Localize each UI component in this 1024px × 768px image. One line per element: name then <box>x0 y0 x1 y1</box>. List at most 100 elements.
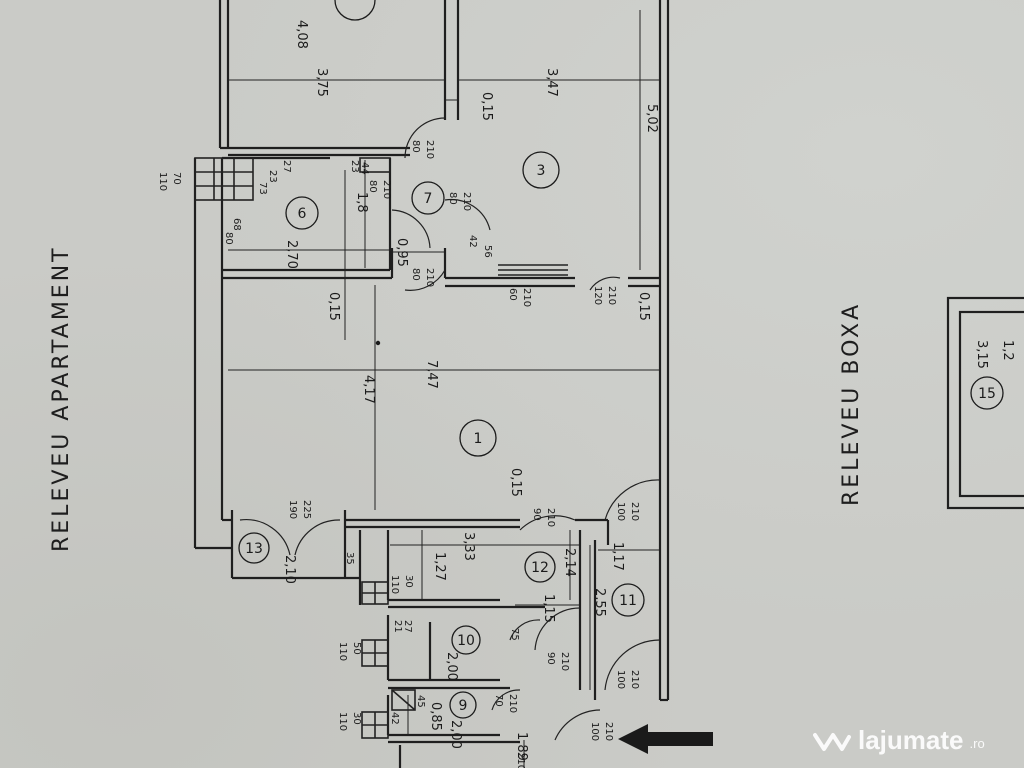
svg-text:27: 27 <box>281 160 292 173</box>
dim-3-75: 3,75 <box>314 68 329 97</box>
dim-2-00-a: 2,00 <box>444 652 459 681</box>
room-marker-15 <box>970 376 1004 410</box>
dim-0-95: 0,95 <box>394 238 409 267</box>
room-marker-6 <box>285 196 319 230</box>
opening-100-210-b: 100 210 <box>615 670 640 689</box>
dim-1-17: 1,17 <box>610 542 625 571</box>
room-marker-1 <box>459 419 497 457</box>
opening-120-210: 120 210 <box>592 286 617 305</box>
svg-text:210: 210 <box>461 192 472 211</box>
svg-text:210: 210 <box>424 268 435 287</box>
svg-text:110: 110 <box>157 172 168 191</box>
apartment-title: RELEVEU APARTAMENT <box>49 245 74 552</box>
svg-text:21: 21 <box>392 620 403 633</box>
svg-text:56: 56 <box>482 245 493 258</box>
storage-outline <box>946 296 1024 510</box>
opening-labels: 80 210 80 210 80 210 80 210 60 210 120 2… <box>157 140 640 741</box>
svg-text:210: 210 <box>515 752 526 768</box>
opening-60-210: 60 210 <box>507 288 532 307</box>
room-markers: 3 6 7 1 13 12 11 10 9 15 <box>238 0 1004 719</box>
svg-text:60: 60 <box>507 288 518 301</box>
svg-text:23: 23 <box>349 160 360 173</box>
svg-text:70: 70 <box>493 694 504 707</box>
dim-0-15-a: 0,15 <box>479 92 494 121</box>
dim-2-14: 2,14 <box>562 548 577 577</box>
dim-4-17: 4,17 <box>361 375 376 404</box>
room-number-13: 13 <box>245 541 263 557</box>
dim-3-15: 3,15 <box>974 340 989 369</box>
opening-110-30-b: 110 30 <box>337 712 362 731</box>
opening-80-210-d: 80 210 <box>410 268 435 287</box>
dim-4-08: 4,08 <box>294 20 309 49</box>
room-number-3: 3 <box>537 163 546 179</box>
svg-text:80: 80 <box>367 180 378 193</box>
storage-title: RELEVEU BOXA <box>839 302 864 506</box>
room-marker-12 <box>524 551 556 583</box>
room-number-15: 15 <box>978 386 996 402</box>
svg-text:27: 27 <box>402 620 413 633</box>
dim-7-47: 7,47 <box>424 360 439 389</box>
room-number-6: 6 <box>298 206 307 222</box>
svg-text:30: 30 <box>403 575 414 588</box>
door-swings <box>239 117 661 741</box>
entry-arrow <box>618 724 713 754</box>
svg-text:210: 210 <box>521 288 532 307</box>
svg-text:68: 68 <box>231 218 242 231</box>
svg-text:90: 90 <box>531 508 542 521</box>
room-marker-11 <box>611 583 645 617</box>
marker-dot <box>375 340 381 346</box>
opening-190-225: 190 225 <box>287 500 312 519</box>
dim-3-33: 3,33 <box>461 532 476 561</box>
svg-text:210: 210 <box>629 502 640 521</box>
dim-1-8: 1,8 <box>354 192 369 213</box>
svg-text:35: 35 <box>344 552 355 565</box>
svg-text:70: 70 <box>171 172 182 185</box>
room-number-9: 9 <box>459 698 468 714</box>
small-labels: 73 23 27 68 80 23 44 42 56 35 21 27 75 4… <box>223 160 526 768</box>
watermark: lajumate.ro <box>812 722 985 758</box>
dim-0-15-b: 0,15 <box>326 292 341 321</box>
svg-text:210: 210 <box>424 140 435 159</box>
svg-text:110: 110 <box>389 575 400 594</box>
dim-2-55: 2,55 <box>592 588 607 617</box>
dim-1-2: 1,2 <box>1000 340 1015 361</box>
opening-80-210-b: 80 210 <box>367 180 392 199</box>
dim-3-47: 3,47 <box>544 68 559 97</box>
dim-2-10: 2,10 <box>282 555 297 584</box>
svg-text:30: 30 <box>351 712 362 725</box>
room-number-7: 7 <box>424 191 433 207</box>
svg-text:75: 75 <box>509 628 520 641</box>
room-marker-10 <box>451 625 481 655</box>
svg-text:210: 210 <box>545 508 556 527</box>
room-number-11: 11 <box>619 593 637 609</box>
svg-text:44: 44 <box>359 162 370 175</box>
svg-text:80: 80 <box>447 192 458 205</box>
room-number-12: 12 <box>531 560 549 576</box>
room-marker-9 <box>449 691 477 719</box>
svg-text:80: 80 <box>223 232 234 245</box>
brand-logo-icon <box>813 733 851 751</box>
room-number-10: 10 <box>457 633 475 649</box>
svg-text:110: 110 <box>337 642 348 661</box>
dim-1-15: 1,15 <box>541 594 556 623</box>
dimension-labels: 4,08 3,75 3,47 0,15 5,02 1,8 2,70 0,95 0… <box>282 20 1015 761</box>
opening-80-210-c: 80 210 <box>447 192 472 211</box>
svg-text:100: 100 <box>589 722 600 741</box>
svg-text:225: 225 <box>301 500 312 519</box>
svg-text:210: 210 <box>606 286 617 305</box>
svg-text:42: 42 <box>389 712 400 725</box>
opening-70-210: 70 210 <box>493 694 518 713</box>
opening-100-210-a: 100 210 <box>615 502 640 521</box>
svg-text:210: 210 <box>559 652 570 671</box>
svg-text:100: 100 <box>615 502 626 521</box>
svg-text:42: 42 <box>467 235 478 248</box>
dim-0-15-d: 0,15 <box>508 468 523 497</box>
dim-1-27: 1,27 <box>432 552 447 581</box>
window-grids <box>194 157 568 739</box>
opening-110-70: 110 70 <box>157 172 182 191</box>
svg-text:80: 80 <box>410 268 421 281</box>
svg-text:90: 90 <box>545 652 556 665</box>
svg-text:210: 210 <box>381 180 392 199</box>
watermark-brand: lajumate <box>858 724 964 755</box>
